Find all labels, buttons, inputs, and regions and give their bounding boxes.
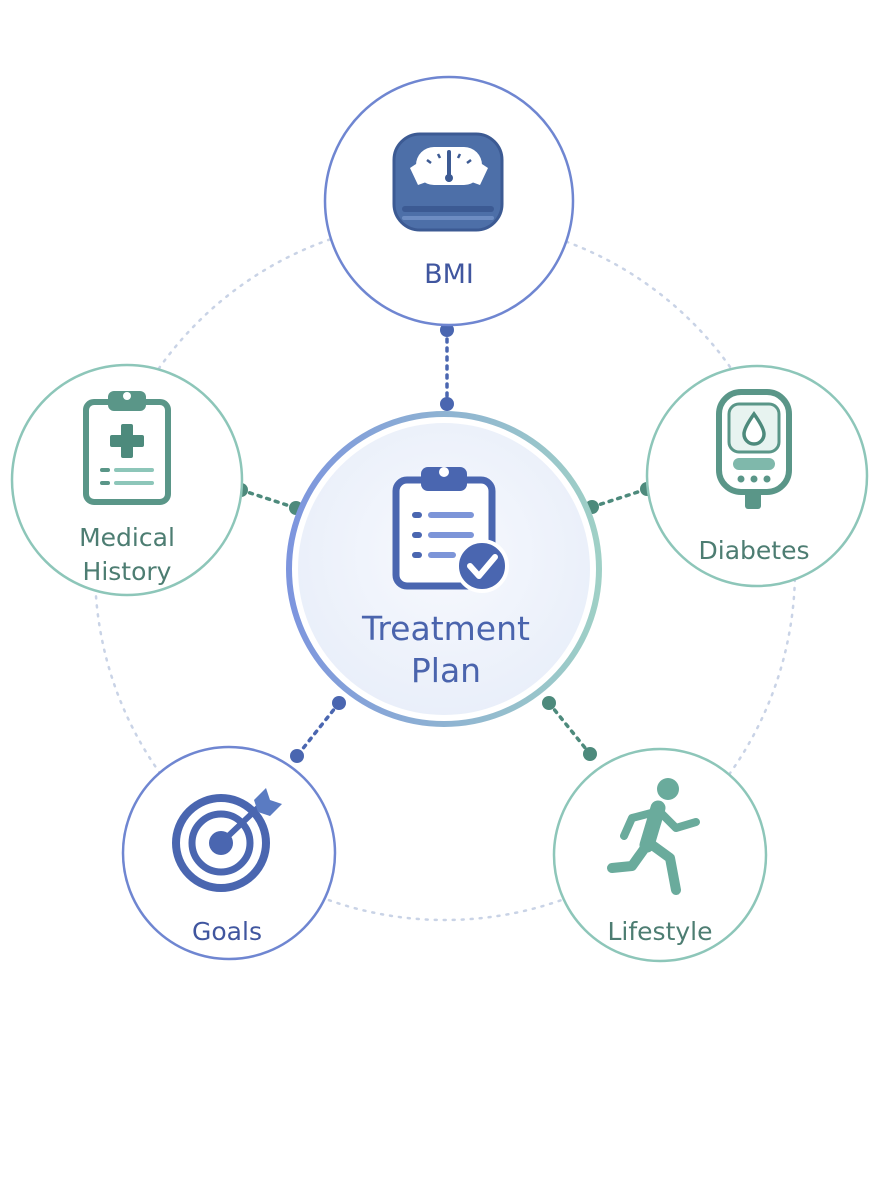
connector-lifestyle <box>547 701 592 756</box>
node-goals: Goals <box>121 745 337 961</box>
goals-label: Goals <box>192 917 262 946</box>
glucose-meter-icon <box>716 389 792 509</box>
clipboard-check-icon <box>392 467 509 593</box>
center-label-line1: Treatment <box>361 609 530 648</box>
connector-goals <box>295 701 341 758</box>
connector-dot <box>583 747 597 761</box>
scale-icon <box>392 132 504 232</box>
medical-clipboard-icon <box>83 391 171 505</box>
connector-medical-history <box>239 488 298 510</box>
connector-dot <box>440 323 454 337</box>
bmi-label: BMI <box>424 259 474 290</box>
medical-history-label-line2: History <box>83 557 172 586</box>
connector-dot <box>440 397 454 411</box>
connector-dot <box>542 696 556 710</box>
node-bmi: BMI <box>323 75 575 327</box>
connector-dot <box>290 749 304 763</box>
connector-dot <box>332 696 346 710</box>
node-diabetes: Diabetes <box>645 364 869 588</box>
medical-history-label-line1: Medical <box>79 523 175 552</box>
target-icon <box>172 788 282 892</box>
diabetes-label: Diabetes <box>699 536 810 565</box>
node-medical-history: Medical History <box>10 363 244 597</box>
center-label-line2: Plan <box>411 651 481 690</box>
node-lifestyle: Lifestyle <box>552 747 768 963</box>
running-person-icon <box>607 778 700 895</box>
lifestyle-label: Lifestyle <box>607 917 712 946</box>
center-node-treatment-plan: Treatment Plan <box>286 411 602 727</box>
connector-diabetes <box>590 487 649 509</box>
